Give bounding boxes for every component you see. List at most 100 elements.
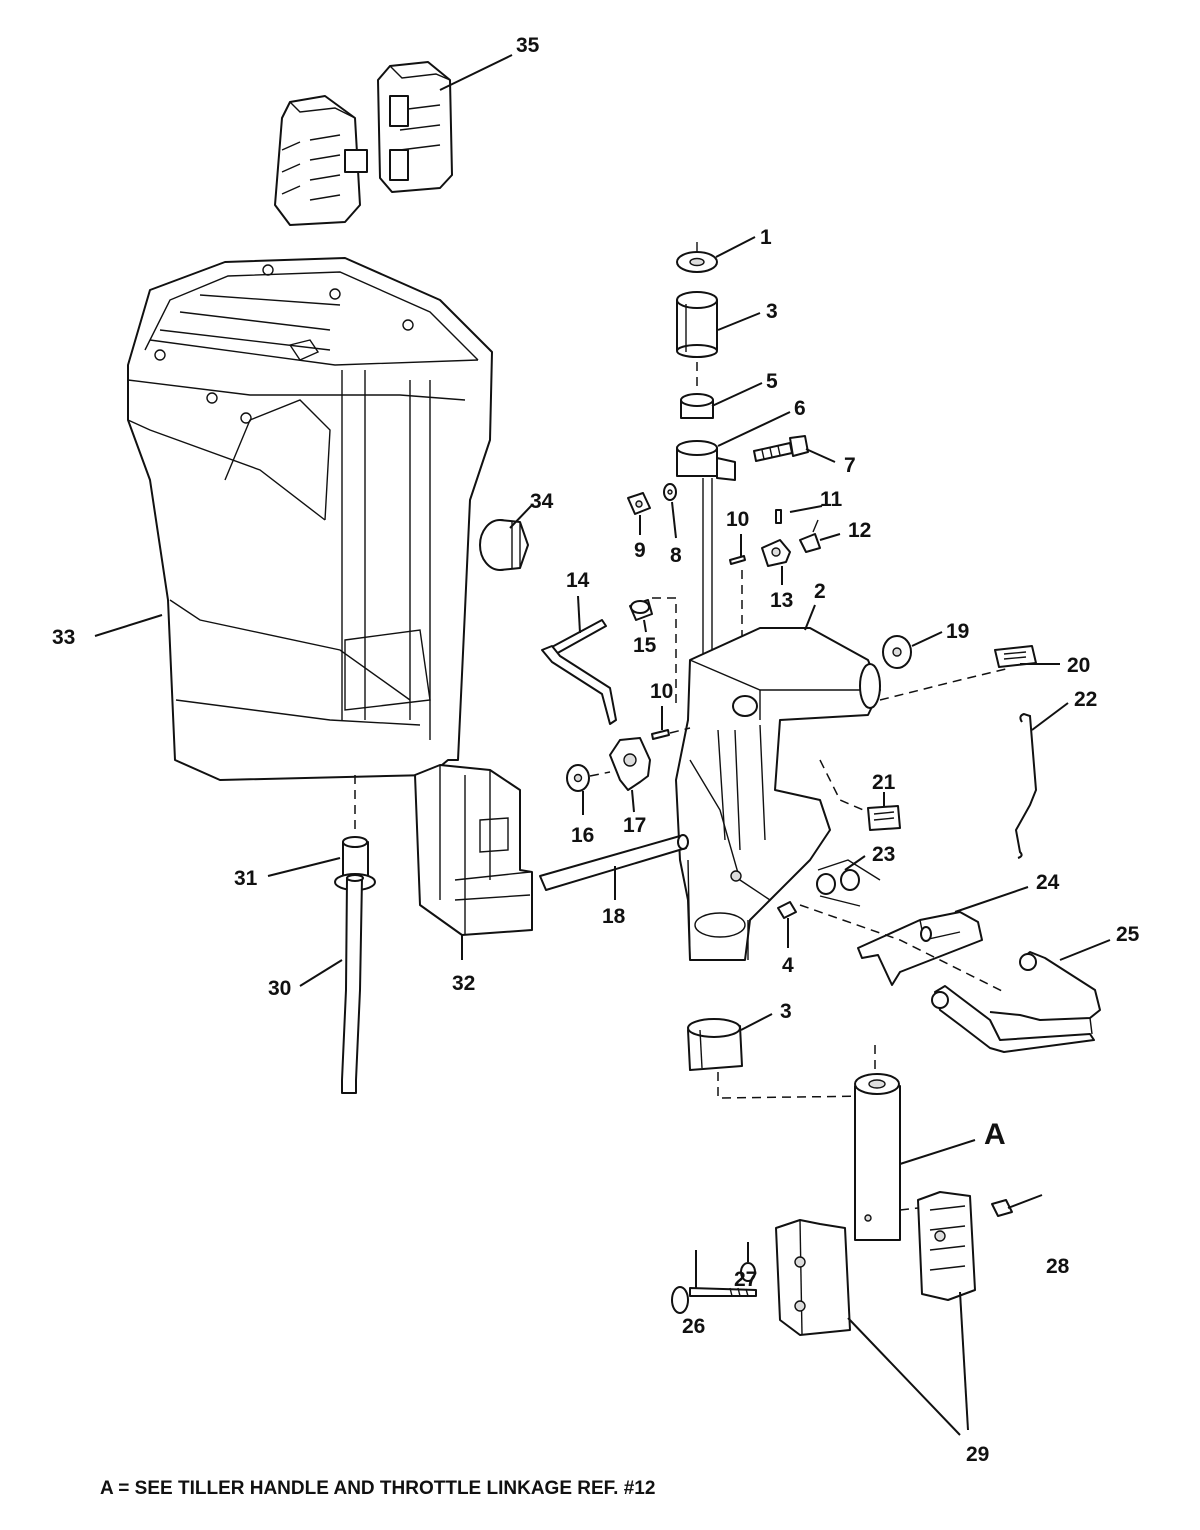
leader-line: [577, 595, 581, 634]
washer-part-27: [740, 1262, 756, 1282]
side-mount-covers-part-35: [274, 61, 453, 226]
assembly-centerline: [879, 667, 1011, 701]
label-19: 19: [946, 620, 969, 643]
label-34: 34: [530, 490, 554, 513]
assembly-centerline: [819, 759, 869, 813]
leader-line: [717, 312, 761, 331]
assembly-centerline: [799, 904, 1021, 1001]
label-27: 27: [734, 1268, 757, 1291]
label-4: 4: [782, 954, 794, 977]
clamp-part-6: [676, 440, 736, 481]
label-22: 22: [1074, 688, 1097, 711]
grommet-part-31: [334, 836, 376, 891]
washer-part-19: [882, 635, 912, 669]
label-3-bottom: 3: [780, 1000, 792, 1023]
label-12: 12: [848, 519, 871, 542]
label-16: 16: [571, 824, 594, 847]
label-21: 21: [872, 771, 896, 794]
pin-part-10-upper: [729, 555, 746, 565]
label-26: 26: [682, 1315, 705, 1338]
link-rod-part-22: [1014, 712, 1038, 859]
leader-line: [439, 54, 513, 91]
leader-line: [509, 504, 533, 529]
callout-labels: 1 2 3 3 4 5 6 7 8 9 10 10 11 12 13 14 15…: [52, 34, 1140, 1466]
leader-line: [711, 382, 763, 407]
label-8: 8: [670, 544, 682, 567]
leader-line: [899, 1139, 976, 1165]
leader-line: [94, 614, 163, 637]
bolt-part-26: [671, 1286, 757, 1314]
bushing-part-15: [629, 599, 653, 621]
clamp-half-part-29-left: [775, 1219, 851, 1336]
through-tube-part-18: [539, 834, 689, 891]
label-17: 17: [623, 814, 646, 837]
assembly-centerline: [589, 771, 611, 777]
leader-line: [671, 501, 677, 539]
assembly-centerline: [669, 727, 691, 734]
pin-part-11: [775, 509, 782, 524]
label-35: 35: [516, 34, 540, 57]
label-33: 33: [52, 626, 75, 649]
label-23: 23: [872, 843, 895, 866]
label-6: 6: [794, 397, 806, 420]
label-29: 29: [966, 1443, 989, 1466]
leader-line: [804, 604, 816, 631]
assembly-centerline: [717, 1040, 876, 1099]
leader-line: [1059, 939, 1111, 961]
label-2: 2: [814, 580, 826, 603]
label-13: 13: [770, 589, 793, 612]
leader-line: [789, 505, 823, 513]
assembly-centerline: [652, 597, 677, 705]
label-10-upper: 10: [726, 508, 749, 531]
plug-part-34: [479, 519, 529, 571]
label-24: 24: [1036, 871, 1060, 894]
label-31: 31: [234, 867, 258, 890]
steering-arm-A: [854, 1073, 901, 1241]
pin-part-10-lower: [651, 729, 670, 740]
nut-part-28: [991, 1199, 1013, 1217]
leader-line: [643, 619, 647, 633]
reverse-lock-bracket-part-24: [857, 911, 983, 986]
screw-part-7: [753, 435, 809, 462]
bushing-part-3-upper: [676, 291, 718, 358]
leader-line: [819, 533, 841, 541]
clamp-half-part-29-right: [917, 1191, 976, 1301]
leader-line: [1007, 1194, 1043, 1209]
label-11: 11: [820, 488, 843, 511]
leader-line: [847, 1317, 961, 1436]
label-14: 14: [566, 569, 590, 592]
label-32: 32: [452, 972, 475, 995]
leader-line: [844, 855, 866, 871]
label-3-top: 3: [766, 300, 778, 323]
bushing-part-3-lower: [687, 1018, 743, 1071]
label-7: 7: [844, 454, 856, 477]
label-A: A: [984, 1118, 1006, 1151]
leader-line: [1031, 702, 1069, 731]
leader-line: [959, 1291, 969, 1431]
bushing-part-12: [799, 519, 821, 553]
label-18: 18: [602, 905, 626, 928]
washer-part-16: [566, 764, 590, 792]
label-28: 28: [1046, 1255, 1070, 1278]
label-10-lower: 10: [650, 680, 673, 703]
leader-line: [299, 959, 343, 987]
leader-line: [267, 857, 341, 877]
roller-part-13: [761, 539, 791, 567]
cam-part-17: [609, 737, 651, 791]
label-20: 20: [1067, 654, 1090, 677]
decal-part-20: [994, 645, 1037, 668]
washer-part-8: [663, 483, 677, 501]
leader-line: [631, 789, 635, 813]
tilt-lever-part-25: [931, 951, 1101, 1053]
bushing-part-5: [680, 393, 714, 419]
spring-part-23: [816, 859, 881, 907]
driveshaft-housing-part-33: [127, 257, 493, 781]
swivel-bracket-part-2: [675, 627, 881, 961]
label-9: 9: [634, 539, 646, 562]
leader-line: [805, 448, 836, 463]
leader-line: [740, 1013, 773, 1031]
shift-link-part-14: [541, 619, 617, 725]
label-25: 25: [1116, 923, 1140, 946]
leader-line: [954, 886, 1029, 913]
